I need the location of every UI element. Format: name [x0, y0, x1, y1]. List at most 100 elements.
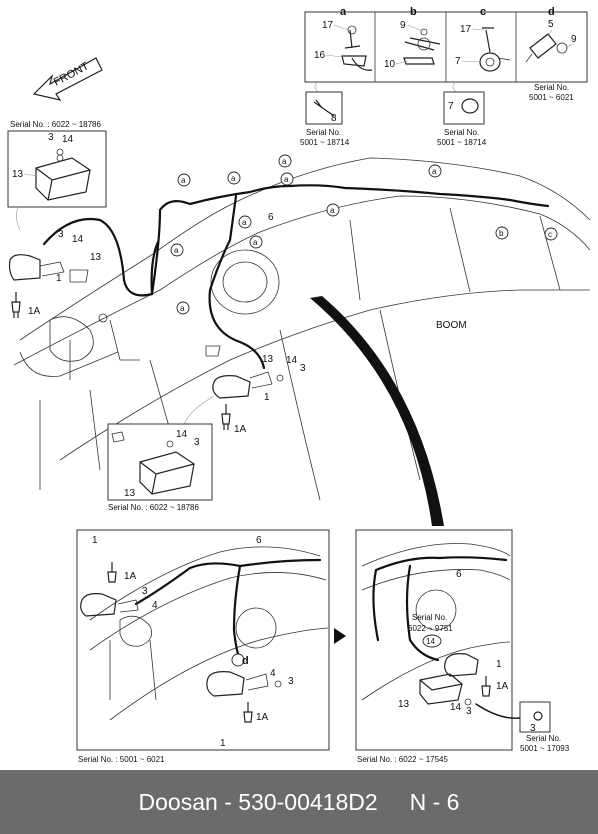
part-17-c: 17: [460, 24, 472, 35]
work-lamp-bl-upper: [80, 593, 139, 617]
part-3-bl-lower: 3: [288, 676, 294, 687]
bulb-icon: [243, 702, 253, 723]
svg-text:a: a: [231, 174, 236, 183]
svg-text:c: c: [548, 230, 552, 239]
part-3-small-box: 3: [530, 723, 536, 734]
footer-page: N - 6: [409, 789, 460, 815]
part-7-callout: 7: [448, 101, 454, 112]
part-1a-bl: 1A: [124, 571, 137, 582]
part-1a-mid: 1A: [234, 424, 247, 435]
work-lamp-left: [8, 254, 89, 283]
part-1a-br: 1A: [496, 681, 509, 692]
detail-letter-d: d: [548, 6, 555, 18]
work-lamp-middle: [205, 345, 284, 399]
part-6-bl: 6: [256, 535, 262, 546]
footer-brand: Doosan: [138, 789, 218, 815]
part-14-left: 14: [72, 234, 84, 245]
grommet-illustration: [479, 27, 511, 72]
part-8: 8: [331, 113, 337, 124]
serial-label-c-range: 5001 ~ 18714: [437, 138, 487, 147]
serial-label-d-range: 5001 ~ 6021: [529, 93, 574, 102]
boom-structure-small-left: [89, 546, 329, 721]
clamp-illustration: [525, 33, 568, 63]
svg-text:a: a: [180, 304, 185, 313]
part-3-left: 3: [58, 229, 64, 240]
part-6-br: 6: [456, 569, 462, 580]
part-13-mid: 13: [262, 354, 274, 365]
part-4-bl-lower: 4: [270, 668, 276, 679]
detail-letter-c: c: [480, 6, 486, 18]
part-13-box1: 13: [12, 169, 24, 180]
bracket-illustration: [403, 28, 441, 65]
serial-label-d-title: Serial No.: [534, 83, 569, 92]
callout-markers: a a a a a a b c a a a a: [170, 154, 558, 315]
part-14-br: 14: [450, 702, 462, 713]
bulb-icon: [481, 676, 491, 697]
svg-text:a: a: [330, 206, 335, 215]
serial-label-small-box-range: 5001 ~ 17093: [520, 744, 570, 753]
serial-label-small-box-title: Serial No.: [526, 734, 561, 743]
front-direction-arrow: FRONT: [32, 57, 103, 101]
part-9-d: 9: [571, 34, 577, 45]
part-1a-bl-lower: 1A: [256, 712, 269, 723]
bulb-icon: [107, 562, 117, 583]
serial-label-mid: Serial No. : 6022 ~ 18786: [108, 503, 200, 512]
serial-label-a-title: Serial No.: [306, 128, 341, 137]
part-10: 10: [384, 59, 396, 70]
serial-label-inset-title: Serial No.: [412, 613, 447, 622]
boom-structure: [13, 157, 591, 501]
part-14-mid: 14: [286, 355, 298, 366]
detail-letter-b: b: [410, 6, 417, 18]
part-5-d: 5: [548, 19, 554, 30]
svg-text:a: a: [242, 218, 247, 227]
part-1-bl-lower: 1: [220, 738, 226, 749]
svg-text:a: a: [253, 238, 258, 247]
detail-strip: a b c d 17 16 9 10 17: [304, 6, 588, 83]
part-7-c: 7: [455, 56, 461, 67]
svg-text:a: a: [282, 157, 287, 166]
serial-label-c-title: Serial No.: [444, 128, 479, 137]
part-3-br: 3: [466, 706, 472, 717]
lamp-bracket-illustration: [111, 431, 195, 495]
part-17-a: 17: [322, 20, 334, 31]
part-3-mid: 3: [300, 363, 306, 374]
serial-label-bottom-left: Serial No. : 5001 ~ 6021: [78, 755, 165, 764]
footer-part-number: 530-00418D2: [238, 789, 378, 815]
part-14-inset: 14: [426, 637, 435, 646]
serial-label-inset-range: 6022 ~ 9751: [408, 624, 453, 633]
bulb-icon: [221, 404, 231, 430]
part-13-br: 13: [398, 699, 410, 710]
part-13-left: 13: [90, 252, 102, 263]
footer-separator: -: [217, 789, 239, 815]
boom-label: BOOM: [436, 320, 467, 331]
wire-harness: [42, 184, 550, 370]
lamp-bracket-illustration: [35, 148, 91, 201]
part-6-main: 6: [268, 212, 274, 223]
svg-text:a: a: [181, 176, 186, 185]
part-13-box2: 13: [124, 488, 136, 499]
work-lamp-bl-lower: [206, 671, 282, 697]
part-4-bl: 4: [152, 600, 158, 611]
svg-text:a: a: [174, 246, 179, 255]
serial-label-bottom-right: Serial No. : 6022 ~ 17545: [357, 755, 449, 764]
part-1-bl: 1: [92, 535, 98, 546]
part-3-box1: 3: [48, 132, 54, 143]
transition-arrow: [310, 296, 444, 526]
detail-letter-a: a: [340, 6, 347, 18]
part-16: 16: [314, 50, 326, 61]
part-9-b: 9: [400, 20, 406, 31]
detail-letter-d-bl: d: [242, 655, 249, 667]
work-lamp-br: [444, 653, 479, 677]
clip-bolt-illustration: [341, 25, 373, 71]
panel-arrow-icon: [334, 628, 346, 644]
serial-label-a-range: 5001 ~ 18714: [300, 138, 350, 147]
part-14-box1: 14: [62, 134, 74, 145]
serial-label-top-left: Serial No. : 6022 ~ 18786: [10, 120, 102, 129]
lamp-bracket-illustration: [419, 673, 463, 705]
part-1a-left: 1A: [28, 306, 41, 317]
svg-text:a: a: [432, 167, 437, 176]
front-label: FRONT: [52, 60, 91, 89]
footer-gap: [378, 789, 410, 815]
part-1-left: 1: [56, 273, 62, 284]
svg-text:a: a: [284, 175, 289, 184]
